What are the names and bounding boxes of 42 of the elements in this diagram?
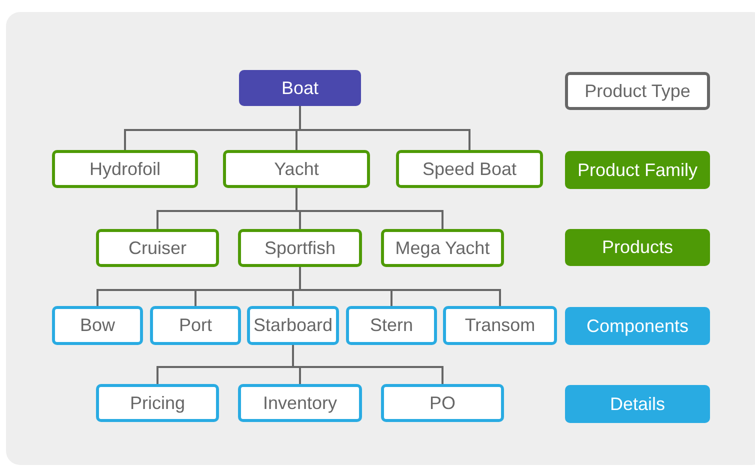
component-box [381, 384, 504, 422]
node-label: Inventory [262, 392, 338, 414]
component-box [96, 384, 219, 422]
node-label: Components [586, 316, 689, 336]
connector-line [299, 267, 501, 306]
product-box [223, 150, 370, 188]
product-box [238, 229, 362, 267]
level-label-box [565, 307, 710, 345]
node-label: Bow [80, 315, 115, 336]
node-label: Stern [370, 315, 414, 336]
node-label: Cruiser [128, 238, 186, 258]
component-box [150, 306, 241, 345]
node-label: Speed Boat [422, 158, 517, 180]
product-box [52, 150, 198, 188]
component-box [52, 306, 143, 345]
component-box [346, 306, 437, 345]
node-label: Yacht [274, 158, 319, 180]
level-label-box [565, 385, 710, 423]
level-label-box [565, 229, 710, 266]
connector-line [292, 345, 444, 384]
node-label: Details [610, 394, 666, 414]
product-box [381, 229, 504, 267]
level-label-box [565, 72, 710, 110]
node-label: Products [602, 237, 674, 258]
node-label: Mega Yacht [395, 238, 490, 258]
node-label: Pricing [130, 392, 186, 414]
component-box [238, 384, 362, 422]
product-box [396, 150, 543, 188]
node-label: Port [178, 315, 212, 336]
node-label: Starboard [253, 315, 333, 336]
component-box [443, 306, 557, 345]
node-label: Product Type [584, 80, 690, 102]
component-box [247, 306, 339, 345]
level-label-box [565, 151, 710, 189]
node-label: Boat [281, 78, 319, 98]
node-label: Sportfish [264, 238, 336, 258]
node-label: Product Family [577, 160, 698, 180]
node-label: Hydrofoil [89, 158, 161, 180]
node-label: PO [429, 392, 456, 414]
product-box [96, 229, 219, 267]
root-box [239, 70, 361, 106]
node-label: Transom [464, 315, 536, 336]
